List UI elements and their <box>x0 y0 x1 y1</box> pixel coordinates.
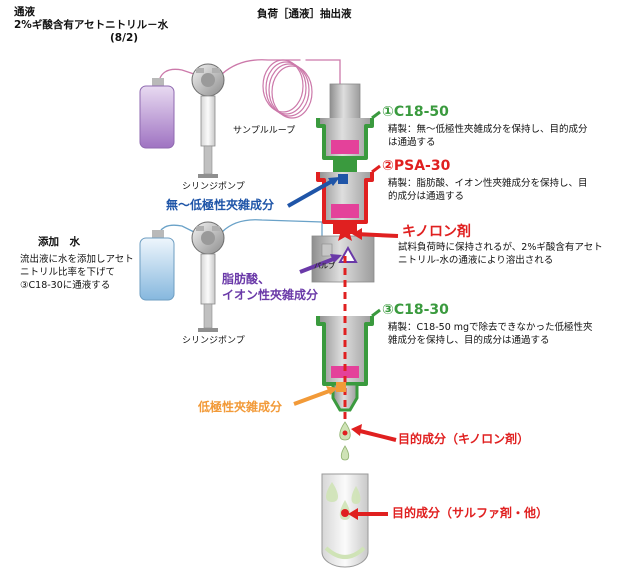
quinolone-description: 試料負荷時に保持されるが、2%ギ酸含有アセトニトリル-水の通液により溶出される <box>398 242 603 266</box>
quinolone-star-icon <box>334 222 356 241</box>
tube-valve-to-loop <box>221 59 301 75</box>
sample-loading-label: 負荷［通液］抽出液 <box>257 8 352 20</box>
nonpolar-marker <box>338 174 348 184</box>
addition-title: 添加 水 <box>38 236 80 248</box>
tubing <box>157 59 341 249</box>
callout-arrows <box>287 110 399 520</box>
mobile-phase-solvent: 2%ギ酸含有アセトニトリル－水 <box>14 19 169 31</box>
syringe-pump-top <box>191 63 225 178</box>
cartridge-stack <box>311 83 375 420</box>
sample-loop-coil <box>262 59 313 119</box>
syringe-pump-bottom-label: シリンジポンプ <box>182 336 245 346</box>
tube-valve-to-sideport <box>221 219 323 249</box>
valve-label: バルブ <box>314 262 335 270</box>
syringe-icon <box>198 95 218 178</box>
fatty-acid-callout-line1: 脂肪酸、 <box>222 272 271 286</box>
lowpolar-callout: 低極性夾雑成分 <box>198 400 283 414</box>
addition-note: 流出液に水を添加しアセトニトリル比率を下げて③C18-30に通液する <box>20 254 134 291</box>
nonpolar-callout: 無～低極性夾雑成分 <box>166 198 275 212</box>
eluate-droplets <box>339 421 351 461</box>
target-sulfa-callout: 目的成分（サルファ剤・他） <box>392 506 549 520</box>
solvent-bottle-icon <box>139 78 175 149</box>
lowpolar-marker <box>336 382 346 392</box>
fatty-acid-callout-line2: イオン性夾雑成分 <box>222 288 319 302</box>
cartridge-2-label: ②PSA-30 <box>382 158 451 174</box>
cartridge-2-description: 精製：脂肪酸、イオン性夾雑成分を保持し、目的成分は通過する <box>388 178 588 202</box>
mobile-phase-ratio: (8/2) <box>110 32 139 44</box>
mobile-phase-label: 通液 <box>14 6 35 18</box>
syringe-pump-top-label: シリンジポンプ <box>182 182 245 192</box>
tube-loop-to-column <box>305 59 341 89</box>
water-bottle-icon <box>139 230 175 301</box>
cartridge-1-label: ①C18-50 <box>382 104 449 120</box>
test-tube-icon <box>321 473 369 568</box>
cartridge-3-label: ③C18-30 <box>382 302 449 318</box>
syringe-icon <box>198 253 218 332</box>
quinolone-title: キノロン剤 <box>402 224 472 240</box>
syringe-pump-bottom <box>191 221 225 332</box>
cartridge-3-description: 精製：C18-50 mgで除去できなかった低極性夾雑成分を保持し、目的成分は通過… <box>388 322 593 346</box>
valve-block <box>311 235 375 283</box>
target-quinolone-callout: 目的成分（キノロン剤） <box>398 432 530 446</box>
cartridge-c18-50 <box>316 118 374 172</box>
cartridge-1-description: 精製：無～低極性夾雑成分を保持し、目的成分は通過する <box>388 124 588 148</box>
sample-loop-label: サンプルループ <box>233 126 296 136</box>
